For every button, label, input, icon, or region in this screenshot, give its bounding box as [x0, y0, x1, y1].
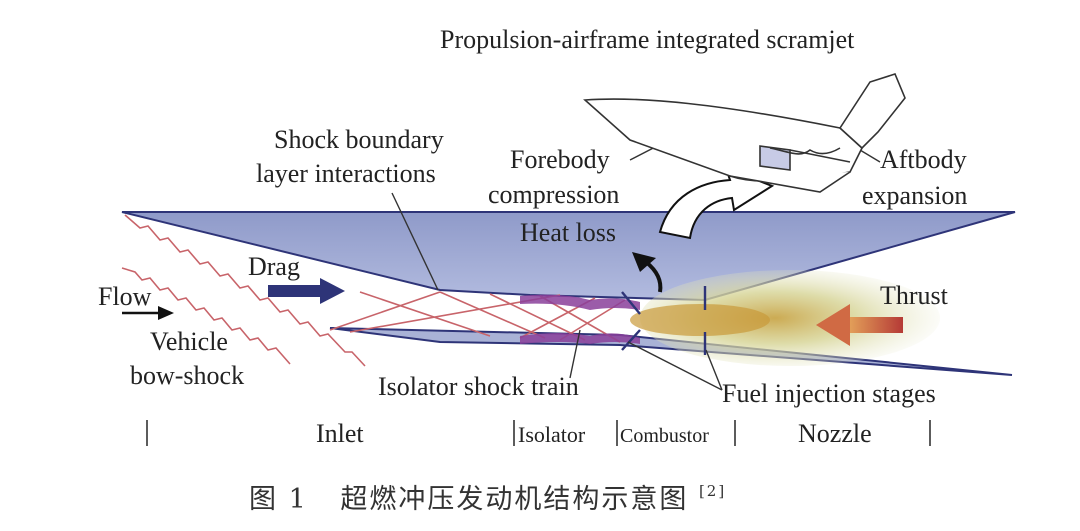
fuel-injectors	[621, 286, 707, 355]
label-aftbody-2: expansion	[862, 181, 967, 210]
caption-text: 超燃冲压发动机结构示意图	[340, 484, 688, 515]
thrust-arrow	[816, 304, 903, 346]
label-thrust: Thrust	[880, 281, 949, 310]
label-shock-boundary-2: layer interactions	[256, 159, 436, 188]
lower-fuel-band	[520, 333, 640, 344]
label-isolator-shock-train: Isolator shock train	[378, 372, 579, 401]
label-vehicle-1: Vehicle	[150, 327, 228, 356]
label-forebody-2: compression	[488, 180, 619, 209]
label-drag: Drag	[248, 252, 300, 281]
section-combustor: Combustor	[620, 425, 709, 447]
label-fuel-injection: Fuel injection stages	[722, 379, 936, 408]
caption-prefix: 图 1	[249, 484, 308, 515]
bow-shock-lines	[121, 214, 366, 367]
label-vehicle-2: bow-shock	[130, 361, 244, 390]
label-heat-loss: Heat loss	[520, 218, 616, 247]
drag-arrow	[268, 278, 345, 304]
upper-body	[121, 211, 1016, 302]
section-isolator: Isolator	[518, 422, 586, 447]
caption-ref: [2]	[699, 482, 726, 500]
label-flow: Flow	[98, 282, 152, 311]
label-title-scramjet: Propulsion-airframe integrated scramjet	[440, 25, 855, 54]
flame-core	[630, 304, 770, 336]
section-dividers	[146, 420, 931, 446]
section-inlet: Inlet	[316, 419, 364, 448]
heat-loss-arrowhead	[632, 252, 656, 272]
section-nozzle: Nozzle	[798, 419, 872, 448]
label-forebody-1: Forebody	[510, 145, 610, 174]
label-shock-boundary-1: Shock boundary	[274, 125, 444, 154]
upper-fuel-band	[520, 294, 640, 310]
exhaust-plume	[640, 270, 940, 366]
airframe-vehicle-sketch	[583, 73, 906, 193]
figure-caption: 图 1 超燃冲压发动机结构示意图 [2]	[249, 482, 726, 515]
label-aftbody-1: Aftbody	[880, 145, 967, 174]
flow-arrow	[122, 306, 174, 320]
